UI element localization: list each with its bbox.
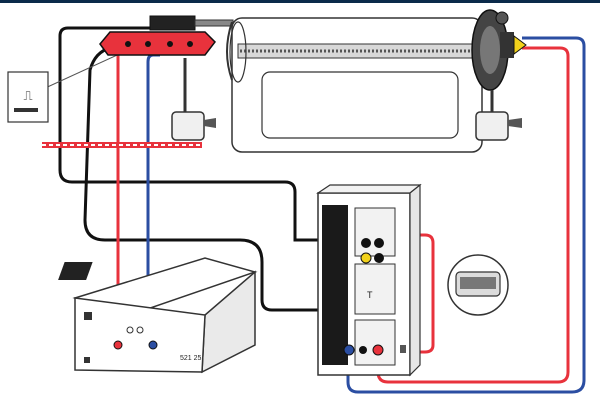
measuring-interface: T	[316, 183, 422, 377]
sensor-slot-label: T	[367, 290, 373, 300]
stand-clamp-right	[475, 90, 522, 141]
connector-zoom-inset	[447, 254, 509, 316]
black-cable-top-left	[58, 26, 355, 242]
glass-tube-chamber	[226, 17, 483, 153]
red-cable-right	[376, 46, 570, 384]
marker-rail	[42, 142, 202, 148]
heating-plate-device	[99, 15, 234, 56]
blue-cable-right	[346, 36, 586, 394]
end-plate-sensor	[471, 9, 527, 91]
temperature-sensor-box: ⎍	[7, 71, 49, 123]
red-loop	[378, 233, 435, 354]
power-supply-unit: 521 25	[58, 257, 258, 374]
pulse-symbol-label: ⎍	[23, 88, 32, 103]
top-rim	[0, 0, 600, 3]
black-cable-mid	[83, 46, 352, 312]
stand-clamp-left	[171, 58, 216, 141]
power-supply-id-label: 521 25	[180, 355, 202, 362]
